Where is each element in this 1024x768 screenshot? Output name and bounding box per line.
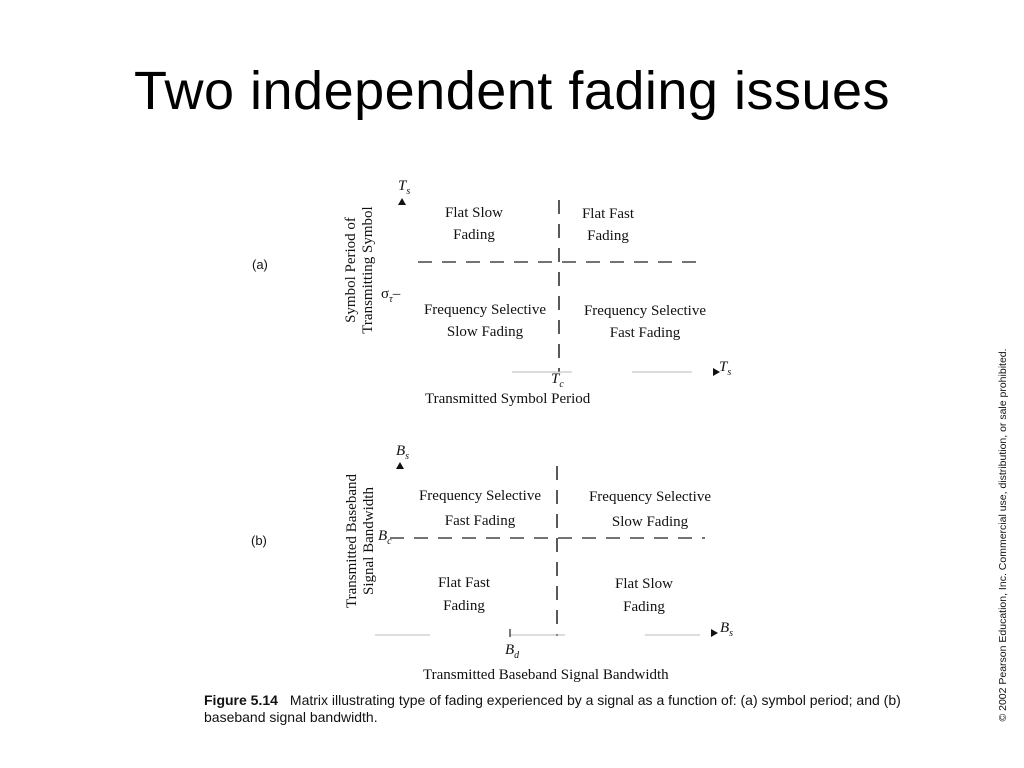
copyright-notice: © 2002 Pearson Education, Inc. Commercia…	[997, 348, 1009, 722]
panel-b-bc-threshold: Bc	[378, 528, 392, 547]
panel-a-y-axis-arrowhead	[398, 198, 406, 205]
panel-a-sigma-threshold: στ–	[381, 286, 401, 305]
panel-b-y-axis-arrowhead	[396, 462, 404, 469]
panel-b-label: (b)	[251, 533, 267, 548]
figure-caption-text: Matrix illustrating type of fading exper…	[204, 692, 901, 725]
slide-title: Two independent fading issues	[133, 61, 891, 121]
panel-a-x-axis-label: Transmitted Symbol Period	[425, 391, 591, 407]
panel-b-y-axis-label: Transmitted Baseband Signal Bandwidth	[344, 473, 377, 609]
panel-a-x-axis-symbol: Ts	[719, 359, 732, 378]
panel-a-tc-threshold: Tc	[551, 371, 564, 390]
panel-b-bd-threshold: Bd	[505, 642, 520, 661]
panel-a-y-axis-label: Symbol Period of Transmitting Symbol	[343, 206, 376, 334]
panel-b-x-axis-symbol: Bs	[720, 620, 734, 639]
panel-a-x-axis-arrowhead	[713, 368, 720, 376]
panel-b-x-axis-arrowhead	[711, 629, 718, 637]
panel-a-label: (a)	[252, 257, 268, 272]
figure-number: Figure 5.14	[204, 692, 278, 708]
panel-a-y-axis-symbol: Ts	[398, 178, 411, 197]
panel-b-x-axis-label: Transmitted Baseband Signal Bandwidth	[423, 667, 669, 683]
panel-b-y-axis-symbol: Bs	[396, 443, 410, 462]
